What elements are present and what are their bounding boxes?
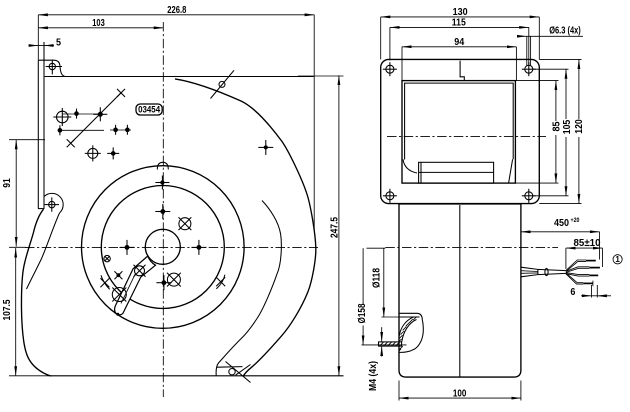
svg-text:107.5: 107.5 bbox=[2, 299, 13, 320]
svg-text:6: 6 bbox=[570, 287, 575, 298]
svg-text:120: 120 bbox=[574, 119, 585, 134]
svg-text:85: 85 bbox=[551, 121, 562, 131]
svg-text:Ø158: Ø158 bbox=[357, 303, 368, 323]
svg-text:105: 105 bbox=[562, 119, 573, 134]
svg-text:91: 91 bbox=[2, 178, 13, 188]
svg-text:130: 130 bbox=[453, 7, 468, 18]
svg-text:115: 115 bbox=[452, 17, 466, 28]
svg-text:Ø6.3 (4x): Ø6.3 (4x) bbox=[549, 26, 581, 37]
svg-text:226.8: 226.8 bbox=[167, 5, 186, 16]
svg-text:100: 100 bbox=[453, 388, 467, 399]
svg-text:85±10: 85±10 bbox=[574, 238, 601, 249]
svg-text:103: 103 bbox=[92, 18, 105, 29]
svg-text:Ø118: Ø118 bbox=[371, 268, 382, 288]
svg-text:1: 1 bbox=[615, 255, 620, 264]
svg-text:247.5: 247.5 bbox=[329, 217, 340, 238]
svg-text:5: 5 bbox=[56, 38, 61, 49]
svg-text:M4 (4x): M4 (4x) bbox=[368, 361, 379, 391]
svg-text:94: 94 bbox=[454, 37, 464, 48]
svg-text:03454: 03454 bbox=[138, 104, 160, 114]
svg-text:+20: +20 bbox=[571, 217, 580, 224]
svg-text:450: 450 bbox=[554, 218, 569, 229]
